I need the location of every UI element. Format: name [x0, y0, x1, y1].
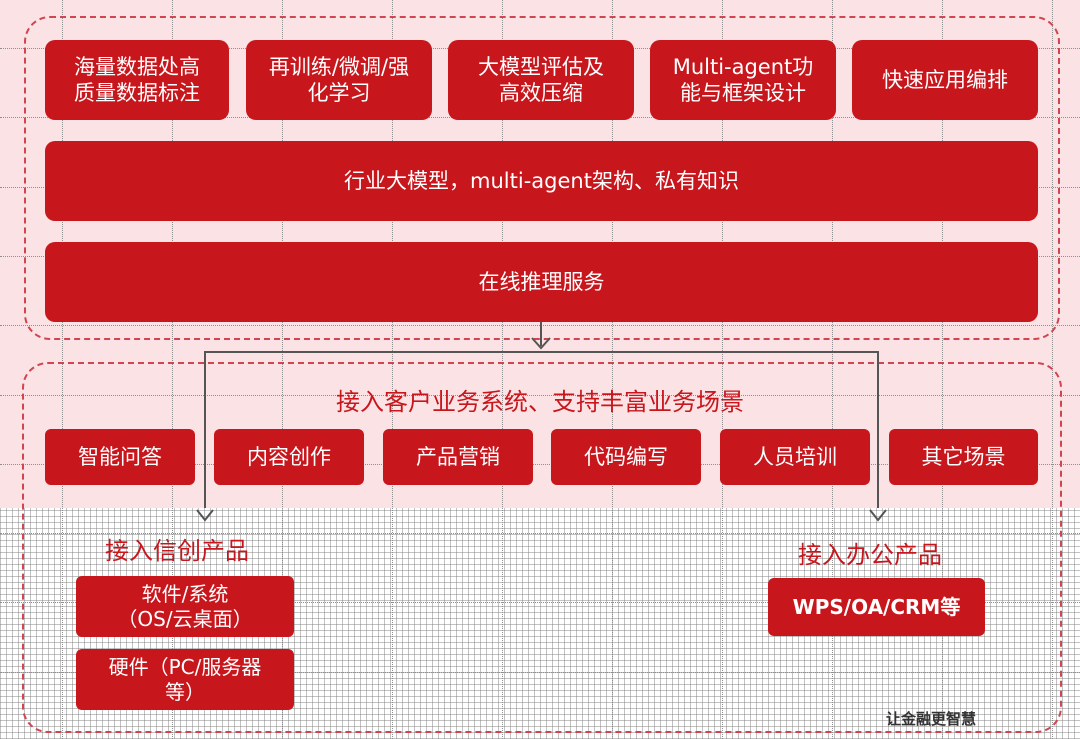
arrowhead-left: [196, 509, 214, 522]
office-title: 接入办公产品: [798, 541, 942, 569]
arrowhead-right: [869, 509, 887, 522]
inference-service-label: 在线推理服务: [478, 269, 605, 294]
capability-evaluation: 大模型评估及 高效压缩: [448, 40, 634, 120]
scenario-box: 代码编写: [551, 429, 701, 485]
capability-multi-agent: Multi-agent功 能与框架设计: [650, 40, 836, 120]
xinchuang-software-label: 软件/系统 （OS/云桌面）: [117, 581, 253, 631]
business-integration-title: 接入客户业务系统、支持丰富业务场景: [336, 388, 744, 416]
capability-label: 大模型评估及 高效压缩: [478, 54, 604, 105]
xinchuang-software-box: 软件/系统 （OS/云桌面）: [76, 576, 294, 637]
xinchuang-hardware-label: 硬件（PC/服务器 等）: [108, 654, 262, 704]
capability-finetuning: 再训练/微调/强 化学习: [246, 40, 432, 120]
scenario-box: 智能问答: [45, 429, 195, 485]
scenario-label: 智能问答: [78, 444, 162, 469]
scenario-label: 代码编写: [584, 444, 668, 469]
arrowhead-center: [531, 337, 551, 350]
scenario-box: 其它场景: [889, 429, 1038, 485]
watermark-text: 让金融更智慧: [886, 710, 977, 728]
scenario-box: 内容创作: [214, 429, 364, 485]
core-model-layer: 行业大模型，multi-agent架构、私有知识: [45, 141, 1038, 221]
scenario-label: 人员培训: [753, 444, 837, 469]
scenario-box: 产品营销: [383, 429, 533, 485]
integration-frame: [22, 362, 1062, 733]
scenario-label: 产品营销: [416, 444, 500, 469]
scenario-box: 人员培训: [720, 429, 870, 485]
capability-label: 快速应用编排: [882, 67, 1008, 92]
capability-app-orchestration: 快速应用编排: [852, 40, 1038, 120]
capability-label: 再训练/微调/强 化学习: [268, 54, 410, 105]
connector-branch: [204, 351, 879, 508]
capability-label: Multi-agent功 能与框架设计: [672, 54, 814, 105]
xinchuang-hardware-box: 硬件（PC/服务器 等）: [76, 649, 294, 710]
inference-service-layer: 在线推理服务: [45, 242, 1038, 322]
capability-data-annotation: 海量数据处高 质量数据标注: [45, 40, 229, 120]
scenario-label: 其它场景: [921, 444, 1006, 469]
office-products-box: WPS/OA/CRM等: [768, 578, 985, 636]
office-products-label: WPS/OA/CRM等: [792, 594, 961, 619]
scenario-label: 内容创作: [247, 444, 331, 469]
capability-label: 海量数据处高 质量数据标注: [74, 54, 200, 105]
xinchuang-title: 接入信创产品: [105, 537, 249, 565]
core-model-label: 行业大模型，multi-agent架构、私有知识: [344, 168, 739, 193]
